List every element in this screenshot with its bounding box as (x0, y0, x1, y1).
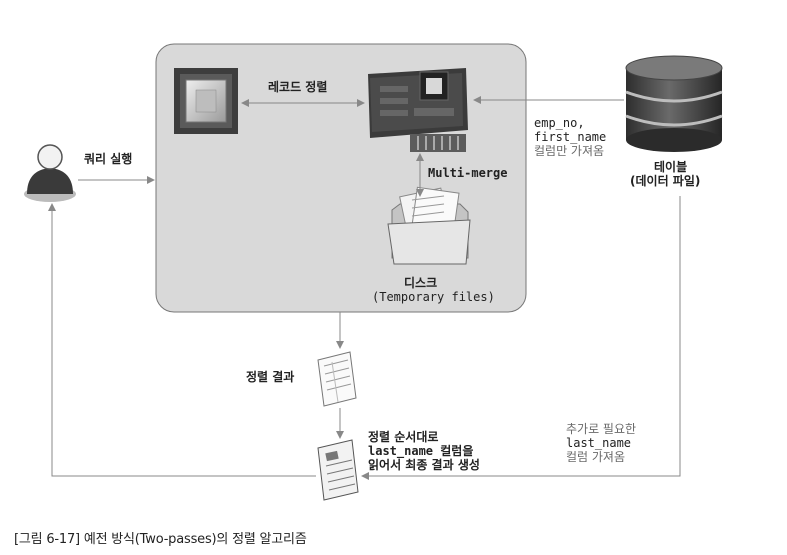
extra-line1-label: 추가로 필요한 (566, 422, 637, 436)
table-to-final-arrow (361, 196, 681, 480)
final-line1-label: 정렬 순서대로 (368, 430, 439, 444)
cols-only-label: 컬럼만 가져옴 (534, 144, 605, 158)
final-line2-label: last_name 컬럼을 (368, 444, 474, 458)
query-exec-label: 쿼리 실행 (84, 152, 133, 166)
emp-no-label: emp_no, (534, 116, 585, 130)
final-result-document-icon (317, 439, 359, 501)
final-line3-label: 읽어서 최종 결과 생성 (368, 458, 480, 472)
extra-line3-label: 컬럼 가져옴 (566, 450, 626, 464)
sort-result-label: 정렬 결과 (246, 370, 295, 384)
table-sub-label: (데이터 파일) (630, 174, 701, 188)
user-icon (24, 144, 76, 202)
database-icon (625, 55, 723, 152)
first-name-label: first_name (534, 130, 607, 144)
disk-sub-label: (Temporary files) (372, 290, 495, 304)
extra-line2-label: last_name (566, 436, 632, 450)
record-sort-label: 레코드 정렬 (268, 80, 328, 94)
memory-board-icon (368, 68, 468, 152)
sort-result-document-icon (317, 351, 357, 407)
multi-merge-label: Multi-merge (428, 166, 508, 180)
folder-icon (387, 186, 471, 265)
disk-label: 디스크 (404, 276, 438, 290)
figure-caption: [그림 6-17] 예전 방식(Two-passes)의 정렬 알고리즘 (14, 532, 307, 547)
cpu-icon (174, 68, 238, 134)
table-label: 테이블 (654, 160, 688, 174)
final-to-user-arrow (48, 203, 316, 477)
